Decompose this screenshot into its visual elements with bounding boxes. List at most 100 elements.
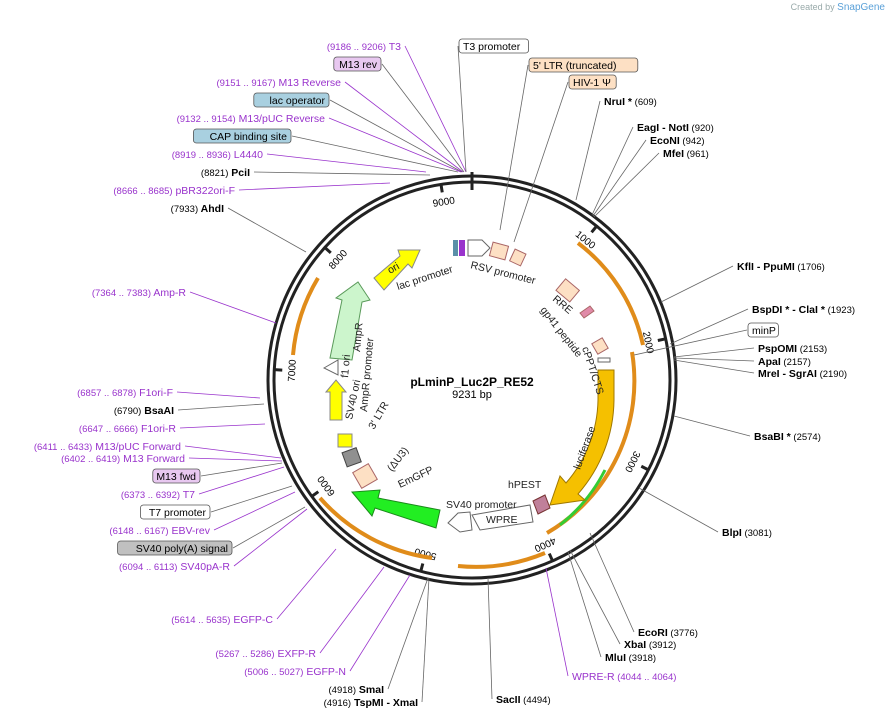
annotation-egfpc[interactable]: (5614 .. 5635) EGFP-C — [171, 614, 273, 626]
leader-line-tspmi — [421, 577, 430, 703]
annotation-part: SacII — [496, 694, 521, 706]
annotation-econi[interactable]: EcoNI (942) — [650, 135, 705, 147]
annotation-blpi[interactable]: BlpI (3081) — [722, 527, 772, 539]
annotation-part: (9151 .. 9167) — [216, 78, 275, 89]
ampr-arrow — [329, 281, 371, 361]
annotation-t7[interactable]: (6373 .. 6392) T7 — [121, 489, 195, 501]
annotation-pbr[interactable]: (8666 .. 8685) pBR322ori-F — [113, 185, 235, 197]
annotation-apai[interactable]: ApaI (2157) — [758, 356, 811, 368]
annotation-m13fwd2[interactable]: (6402 .. 6419) M13 Forward — [61, 453, 185, 465]
annotation-bsaai[interactable]: (6790) BsaAI — [114, 405, 174, 417]
annotation-f1f[interactable]: (6857 .. 6878) F1ori-F — [77, 387, 173, 399]
annotation-bsabi[interactable]: BsaBI * (2574) — [754, 431, 821, 443]
annotation-mlui[interactable]: MluI (3918) — [605, 652, 656, 664]
annotations: (9186 .. 9206) T3 M13 rev (9151 .. 9167) M… — [34, 38, 855, 709]
label-du3: (ΔU3) — [385, 445, 411, 474]
ltr3-block — [352, 463, 378, 489]
annotation-mfei[interactable]: MfeI (961) — [663, 148, 709, 160]
tick-label: 3000 — [622, 449, 642, 474]
annotation-hiv[interactable]: HIV-1 Ψ — [573, 77, 611, 89]
annotation-l4440[interactable]: (8919 .. 8936) L4440 — [172, 149, 263, 161]
annotation-tspmi[interactable]: (4916) TspMI - XmaI — [324, 697, 418, 709]
credit: Created by SnapGene — [791, 2, 885, 13]
annotation-exfp[interactable]: (5267 .. 5286) EXFP-R — [215, 648, 316, 660]
annotation-part: F1ori-F — [136, 387, 173, 399]
annotation-lacop[interactable]: lac operator — [270, 95, 326, 107]
leader-line-f1f — [176, 391, 261, 399]
annotation-f1r[interactable]: (6647 .. 6666) F1ori-R — [79, 423, 176, 435]
tick-mark — [657, 337, 666, 342]
sv40-polya-block — [337, 433, 353, 448]
arc-bottom-left — [318, 496, 433, 560]
annotation-part: BsaBI * — [754, 431, 792, 443]
leader-line-egfpn — [349, 574, 411, 672]
label-emgfp: EmGFP — [396, 464, 435, 491]
annotation-wpre[interactable]: WPRE-R (4044 .. 4064) — [572, 671, 676, 683]
annotation-t3p[interactable]: T3 promoter — [463, 41, 521, 53]
cppt-block — [591, 337, 609, 355]
leader-line-ampr — [189, 291, 277, 324]
label-wpre: WPRE — [486, 514, 518, 526]
annotation-nrui[interactable]: NruI * (609) — [604, 96, 657, 108]
rre-block — [555, 278, 581, 303]
annotation-part: MluI — [605, 652, 626, 664]
annotation-xbai[interactable]: XbaI (3912) — [624, 639, 676, 651]
hiv-psi-block — [508, 248, 527, 267]
annotation-sv40pa[interactable]: SV40 poly(A) signal — [136, 543, 228, 555]
annotation-ahdi[interactable]: (7933) AhdI — [171, 203, 224, 215]
annotation-part: (5267 .. 5286) — [215, 649, 274, 660]
leader-line-t7p — [210, 485, 293, 513]
arc-bottom — [457, 551, 546, 569]
credit-prefix: Created by — [790, 2, 835, 12]
annotation-smai[interactable]: (4918) SmaI — [329, 684, 385, 696]
ampr-promoter-arrow — [322, 359, 339, 376]
annotation-t7p[interactable]: T7 promoter — [149, 507, 207, 519]
annotation-cap[interactable]: CAP binding site — [210, 131, 288, 143]
annotation-eagi[interactable]: EagI - NotI (920) — [637, 122, 714, 134]
tick-label: 9000 — [432, 195, 456, 209]
annotation-pcii[interactable]: (8821) PciI — [201, 167, 250, 179]
leader-line-ahdi — [227, 207, 307, 253]
annotation-ltr[interactable]: 5' LTR (truncated) — [533, 60, 617, 72]
annotation-sacii[interactable]: SacII (4494) — [496, 694, 551, 706]
annotation-part: (6094 .. 6113) — [119, 562, 177, 573]
sv40-ori-block — [341, 447, 362, 468]
leader-line-sv40pa — [232, 506, 306, 549]
leader-line-mfei — [593, 152, 660, 218]
annotation-kfli[interactable]: KflI - PpuMI (1706) — [737, 261, 825, 273]
annotation-m13puc[interactable]: (9132 .. 9154) M13/pUC Reverse — [177, 113, 326, 125]
annotation-part: NruI * — [604, 96, 633, 108]
annotation-m13rev[interactable]: M13 rev — [339, 59, 378, 71]
annotation-pspomi[interactable]: PspOMI (2153) — [758, 343, 827, 355]
leader-line-lacop — [329, 99, 463, 173]
leader-line-sacii — [487, 577, 493, 700]
snapgene-logo: SnapGene — [837, 2, 885, 13]
annotation-part: L4440 — [231, 149, 263, 161]
ori-arrow — [373, 249, 421, 291]
annotation-part: HIV-1 Ψ — [573, 77, 611, 89]
arc-rsv-to-luc — [576, 241, 645, 346]
annotation-part: M13 fwd — [156, 471, 196, 483]
annotation-bspdi[interactable]: BspDI * - ClaI * (1923) — [752, 304, 855, 316]
annotation-t3[interactable]: (9186 .. 9206) T3 — [327, 41, 401, 53]
f1-ori-arrow — [324, 379, 348, 421]
annotation-sv40par[interactable]: (6094 .. 6113) SV40pA-R — [119, 561, 230, 573]
annotation-m13reverse[interactable]: (9151 .. 9167) M13 Reverse — [216, 77, 341, 89]
annotation-ampr[interactable]: (7364 .. 7383) Amp-R — [92, 287, 187, 299]
annotation-part: EcoRI — [638, 627, 668, 639]
annotation-m13fwd[interactable]: M13 fwd — [156, 471, 196, 483]
annotation-ebv[interactable]: (6148 .. 6167) EBV-rev — [109, 525, 210, 537]
leader-line-m13reverse — [344, 81, 464, 173]
annotation-minp[interactable]: minP — [752, 325, 776, 337]
annotation-part: (3918) — [626, 653, 656, 664]
annotation-mrei[interactable]: MreI - SgrAI (2190) — [758, 368, 847, 380]
annotation-part: minP — [752, 325, 776, 337]
annotation-egfpn[interactable]: (5006 .. 5027) EGFP-N — [244, 666, 346, 678]
annotation-m13pucf[interactable]: (6411 .. 6433) M13/pUC Forward — [34, 441, 181, 453]
leader-line-blpi — [638, 487, 719, 533]
t3-promoter-arrow — [467, 239, 491, 257]
annotation-ecori[interactable]: EcoRI (3776) — [638, 627, 698, 639]
annotation-box-lacop — [253, 92, 330, 108]
annotation-part: (9186 .. 9206) — [327, 42, 386, 53]
label-gp41: gp41 peptide — [538, 304, 585, 359]
